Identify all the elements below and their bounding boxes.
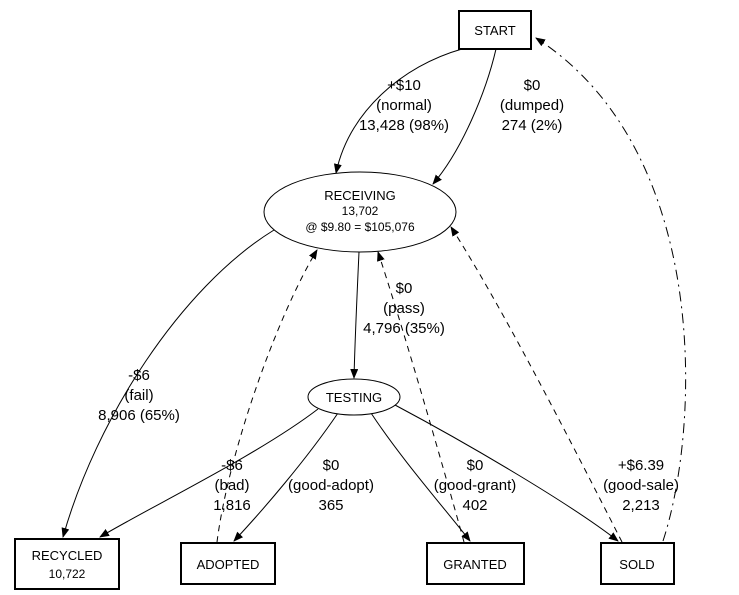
- edge-sold-start-return: [535, 37, 687, 542]
- edge-label-dumped-line1: $0: [524, 77, 541, 94]
- edge-label-bad-line3: 1,816: [213, 497, 251, 514]
- edge-sold-receiving-return: [450, 226, 623, 543]
- edge-label-pass-line1: $0: [396, 280, 413, 297]
- edge-receiving-recycled-fail: [61, 229, 275, 538]
- edge-testing-recycled-bad: [99, 408, 319, 538]
- edge-label-pass: $0 (pass) 4,796 (35%): [363, 280, 445, 337]
- sold-label: SOLD: [619, 557, 654, 572]
- edge-label-bad-line2: (bad): [214, 477, 249, 494]
- edge-label-dumped-line3: 274 (2%): [502, 117, 563, 134]
- edge-label-dumped-line2: (dumped): [500, 97, 564, 114]
- edge-label-good-adopt-line3: 365: [318, 497, 343, 514]
- start-label: START: [474, 23, 515, 38]
- edge-start-receiving-normal: [333, 48, 463, 174]
- edge-label-dumped: $0 (dumped) 274 (2%): [500, 77, 564, 134]
- edge-start-receiving-dumped: [432, 48, 497, 185]
- sold-box: [600, 542, 675, 585]
- node-adopted: ADOPTED: [180, 542, 276, 585]
- receiving-ellipse: [263, 171, 457, 253]
- start-box: [458, 10, 532, 50]
- edge-label-good-grant-line2: (good-grant): [434, 477, 517, 494]
- node-granted: GRANTED: [426, 542, 525, 585]
- edge-label-good-sale-line3: 2,213: [622, 497, 660, 514]
- edge-label-good-sale-line2: (good-sale): [603, 477, 679, 494]
- edge-label-bad: -$6 (bad) 1,816: [213, 457, 251, 514]
- receiving-value: @ $9.80 = $105,076: [305, 220, 415, 234]
- edge-testing-sold-good-sale: [394, 404, 619, 542]
- adopted-box: [180, 542, 276, 585]
- receiving-label: RECEIVING: [324, 188, 396, 203]
- node-sold: SOLD: [600, 542, 675, 585]
- edge-label-fail-line3: 8,906 (65%): [98, 407, 180, 424]
- edge-label-good-adopt: $0 (good-adopt) 365: [288, 457, 374, 514]
- recycled-box: [14, 538, 120, 590]
- edge-label-fail-line1: -$6: [128, 367, 150, 384]
- edge-receiving-testing-pass: [350, 251, 360, 379]
- edge-label-good-sale-line1: +$6.39: [618, 457, 664, 474]
- granted-box: [426, 542, 525, 585]
- edge-label-normal-line3: 13,428 (98%): [359, 117, 449, 134]
- edge-label-normal-line1: +$10: [387, 77, 421, 94]
- testing-label: TESTING: [326, 390, 382, 405]
- node-start: START: [458, 10, 532, 50]
- testing-ellipse: [307, 378, 401, 416]
- edge-label-pass-line3: 4,796 (35%): [363, 320, 445, 337]
- edge-label-normal: +$10 (normal) 13,428 (98%): [359, 77, 449, 134]
- edge-label-good-grant-line1: $0: [467, 457, 484, 474]
- edge-label-good-sale: +$6.39 (good-sale) 2,213: [603, 457, 679, 514]
- edge-testing-adopted-good-adopt: [233, 412, 339, 542]
- receiving-count: 13,702: [342, 204, 379, 218]
- edges-layer: [61, 37, 687, 543]
- node-receiving: RECEIVING 13,702 @ $9.80 = $105,076: [263, 171, 457, 253]
- edge-label-fail: -$6 (fail) 8,906 (65%): [98, 367, 180, 424]
- edge-label-good-grant: $0 (good-grant) 402: [434, 457, 517, 514]
- edge-adopted-receiving-return: [216, 249, 318, 543]
- node-recycled: RECYCLED 10,722: [14, 538, 120, 590]
- edge-label-bad-line1: -$6: [221, 457, 243, 474]
- edge-label-good-adopt-line1: $0: [323, 457, 340, 474]
- granted-label: GRANTED: [443, 557, 507, 572]
- node-testing: TESTING: [307, 378, 401, 416]
- edge-granted-receiving-return: [377, 251, 465, 543]
- adopted-label: ADOPTED: [197, 557, 260, 572]
- edge-label-fail-line2: (fail): [124, 387, 153, 404]
- recycled-count: 10,722: [49, 567, 86, 581]
- edge-label-good-adopt-line2: (good-adopt): [288, 477, 374, 494]
- edge-label-normal-line2: (normal): [376, 97, 432, 114]
- edge-label-good-grant-line3: 402: [462, 497, 487, 514]
- edge-label-pass-line2: (pass): [383, 300, 425, 317]
- recycled-label: RECYCLED: [32, 548, 103, 563]
